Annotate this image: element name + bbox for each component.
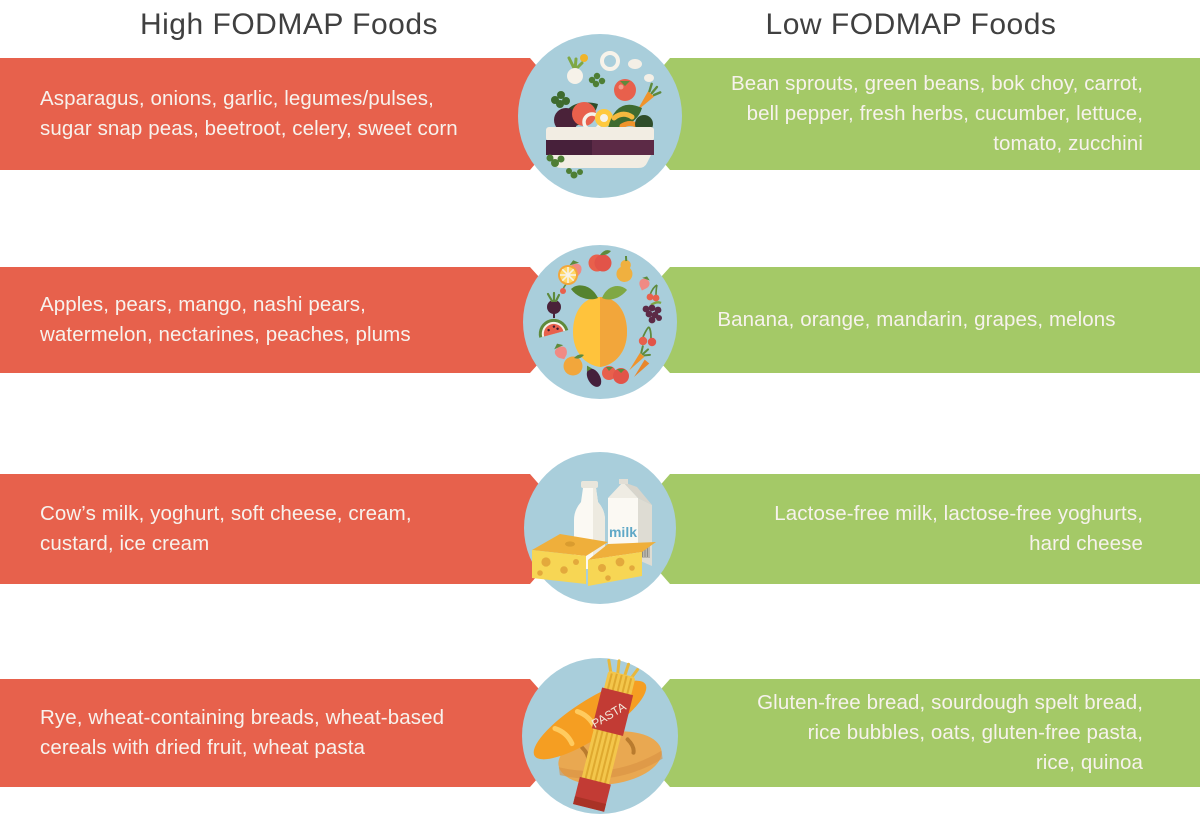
milk-carton-label: milk <box>609 524 637 540</box>
high-food-list: Cow’s milk, yoghurt, soft cheese, cream,… <box>0 499 412 559</box>
high-fodmap-bar-vegetables: Asparagus, onions, garlic, legumes/pulse… <box>0 58 578 170</box>
food-list-line: Banana, orange, mandarin, grapes, melons <box>717 308 1116 331</box>
bread-pasta-icon: PASTA <box>522 658 678 814</box>
low-fodmap-bar-dairy: Lactose-free milk, lactose-free yoghurts… <box>622 474 1200 584</box>
food-list-line: hard cheese <box>1029 532 1143 555</box>
food-list-line: tomato, zucchini <box>993 132 1143 155</box>
high-fodmap-bar-fruits: Apples, pears, mango, nashi pears, water… <box>0 267 578 373</box>
high-food-list: Apples, pears, mango, nashi pears, water… <box>0 290 411 350</box>
food-list-line: Rye, wheat-containing breads, wheat-base… <box>40 706 445 729</box>
low-fodmap-bar-fruits: Banana, orange, mandarin, grapes, melons <box>622 267 1200 373</box>
food-list-line: sugar snap peas, beetroot, celery, sweet… <box>40 117 458 140</box>
dairy-icon: milk <box>524 452 676 604</box>
food-list-line: Cow’s milk, yoghurt, soft cheese, cream, <box>40 502 412 525</box>
food-list-line: rice, quinoa <box>1035 751 1143 774</box>
food-list-line: Asparagus, onions, garlic, legumes/pulse… <box>40 87 434 110</box>
food-list-line: Gluten-free bread, sourdough spelt bread… <box>757 691 1143 714</box>
high-fodmap-heading: High FODMAP Foods <box>139 8 439 41</box>
food-list-line: watermelon, nectarines, peaches, plums <box>40 323 411 346</box>
high-food-list: Asparagus, onions, garlic, legumes/pulse… <box>0 84 458 144</box>
food-list-line: Apples, pears, mango, nashi pears, <box>40 293 366 316</box>
food-list-line: bell pepper, fresh herbs, cucumber, lett… <box>746 102 1143 125</box>
food-list-line: Lactose-free milk, lactose-free yoghurts… <box>774 502 1143 525</box>
food-list-line: rice bubbles, oats, gluten-free pasta, <box>807 721 1143 744</box>
low-food-list: Banana, orange, mandarin, grapes, melons <box>622 305 1200 335</box>
food-list-line: custard, ice cream <box>40 532 210 555</box>
low-food-list: Bean sprouts, green beans, bok choy, car… <box>731 69 1200 159</box>
high-fodmap-bar-grains: Rye, wheat-containing breads, wheat-base… <box>0 679 578 787</box>
food-list-line: Bean sprouts, green beans, bok choy, car… <box>731 72 1143 95</box>
fruit-circle-icon <box>523 245 677 399</box>
high-fodmap-bar-dairy: Cow’s milk, yoghurt, soft cheese, cream,… <box>0 474 578 584</box>
low-fodmap-bar-grains: Gluten-free bread, sourdough spelt bread… <box>622 679 1200 787</box>
salad-bowl-icon <box>518 34 682 198</box>
low-fodmap-bar-vegetables: Bean sprouts, green beans, bok choy, car… <box>622 58 1200 170</box>
low-food-list: Lactose-free milk, lactose-free yoghurts… <box>774 499 1200 559</box>
low-food-list: Gluten-free bread, sourdough spelt bread… <box>757 688 1200 778</box>
high-food-list: Rye, wheat-containing breads, wheat-base… <box>0 703 444 763</box>
food-list-line: cereals with dried fruit, wheat pasta <box>40 736 366 759</box>
low-fodmap-heading: Low FODMAP Foods <box>765 8 1057 41</box>
